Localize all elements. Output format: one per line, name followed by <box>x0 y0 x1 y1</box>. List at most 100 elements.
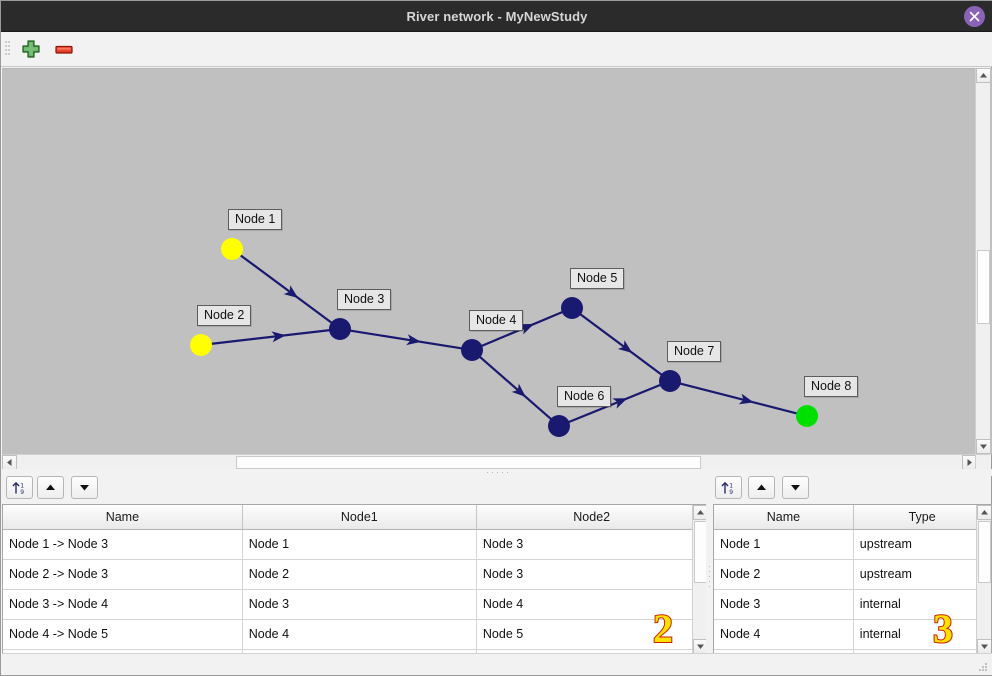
reaches-cell[interactable]: Node 3 <box>242 589 477 620</box>
nodes-vertical-scrollbar[interactable] <box>976 505 991 654</box>
reaches-sort-icon[interactable]: 1 9 <box>6 476 33 499</box>
canvas-hscroll-thumb[interactable] <box>236 456 701 469</box>
edge[interactable] <box>579 313 663 376</box>
svg-text:9: 9 <box>729 489 733 496</box>
nodes-cell[interactable]: upstream <box>853 529 991 560</box>
nodes-vscroll-thumb[interactable] <box>978 521 991 583</box>
graph-node[interactable] <box>221 238 243 260</box>
nodes-cell[interactable]: Node 2 <box>714 559 854 590</box>
reaches-vertical-scrollbar[interactable] <box>692 505 707 654</box>
reaches-cell[interactable]: Node 2 <box>242 559 477 590</box>
nodes-column-header[interactable]: Type <box>853 505 991 530</box>
reaches-cell[interactable]: Node 3 -> Node 4 <box>3 589 243 620</box>
nodes-toolbar: 1 9 <box>713 476 992 505</box>
reaches-column-header[interactable]: Name <box>3 505 243 530</box>
nodes-column-header[interactable]: Name <box>714 505 854 530</box>
nodes-cell[interactable]: Node 4 <box>714 619 854 650</box>
graph-node[interactable] <box>329 318 351 340</box>
close-icon[interactable] <box>964 6 985 27</box>
reaches-cell[interactable]: Node 4 -> Node 5 <box>3 619 243 650</box>
scroll-left-icon[interactable] <box>2 455 17 470</box>
vertical-splitter[interactable] <box>706 476 713 671</box>
edge[interactable] <box>478 355 553 421</box>
graph-node-label[interactable]: Node 2 <box>197 305 252 326</box>
annotation-3: 3 <box>932 606 954 651</box>
nodes-cell[interactable]: upstream <box>853 559 991 590</box>
reaches-cell[interactable]: Node 5 <box>476 619 707 650</box>
nodes-sort-icon[interactable]: 1 9 <box>715 476 742 499</box>
edge[interactable] <box>239 254 333 324</box>
graph-node-label[interactable]: Node 5 <box>570 268 625 289</box>
reaches-cell[interactable]: Node 1 -> Node 3 <box>3 529 243 560</box>
canvas-vertical-scrollbar[interactable] <box>975 68 991 454</box>
window-title: River network - MyNewStudy <box>406 9 588 24</box>
scroll-down-icon[interactable] <box>976 439 991 454</box>
title-bar: River network - MyNewStudy <box>1 1 992 32</box>
edge[interactable] <box>679 382 798 415</box>
reaches-scroll-up-icon[interactable] <box>693 505 707 520</box>
edge[interactable] <box>349 329 463 350</box>
canvas-vscroll-thumb[interactable] <box>977 250 990 324</box>
reaches-cell[interactable]: Node 2 -> Node 3 <box>3 559 243 590</box>
reaches-move-down-icon[interactable] <box>71 476 98 499</box>
scrollbar-corner <box>975 454 990 469</box>
graph-node[interactable] <box>561 297 583 319</box>
graph-node[interactable] <box>659 370 681 392</box>
edge[interactable] <box>567 383 662 424</box>
network-graph <box>190 238 818 437</box>
nodes-cell[interactable]: Node 3 <box>714 589 854 620</box>
reaches-cell[interactable]: Node 3 <box>476 529 707 560</box>
edge-arrow-icon <box>617 340 633 353</box>
graph-node-label[interactable]: Node 4 <box>469 310 524 331</box>
graph-node-label[interactable]: Node 3 <box>337 289 392 310</box>
reaches-cell[interactable]: Node 3 <box>476 559 707 590</box>
reaches-cell[interactable]: Node 4 <box>476 589 707 620</box>
edge-arrow-icon <box>738 393 754 405</box>
nodes-move-down-icon[interactable] <box>782 476 809 499</box>
nodes-move-up-icon[interactable] <box>748 476 775 499</box>
nodes-scroll-down-icon[interactable] <box>977 639 991 654</box>
reaches-move-up-icon[interactable] <box>37 476 64 499</box>
nodes-cell[interactable]: internal <box>853 619 991 650</box>
graph-node-label[interactable]: Node 1 <box>228 209 283 230</box>
graph-node-label[interactable]: Node 7 <box>667 341 722 362</box>
graph-node-label[interactable]: Node 6 <box>557 386 612 407</box>
reaches-cell[interactable]: Node 4 <box>242 619 477 650</box>
reaches-cell[interactable]: Node 1 <box>242 529 477 560</box>
nodes-cell[interactable]: internal <box>853 589 991 620</box>
scroll-up-icon[interactable] <box>976 68 991 83</box>
add-icon[interactable] <box>20 39 42 60</box>
toolbar-grip[interactable] <box>5 41 10 59</box>
canvas-horizontal-scrollbar[interactable] <box>2 454 977 470</box>
edge[interactable] <box>210 329 331 345</box>
reaches-column-header[interactable]: Node1 <box>242 505 477 530</box>
graph-node[interactable] <box>190 334 212 356</box>
nodes-cell[interactable]: Node 1 <box>714 529 854 560</box>
graph-node[interactable] <box>796 405 818 427</box>
network-diagram-canvas[interactable]: Node 1 Node 2 Node 3 Node 4 Node 5 Node 6 Node… <box>2 68 992 454</box>
resize-grip[interactable] <box>979 663 988 672</box>
edge-arrow-icon <box>406 334 421 346</box>
edge-layer <box>210 254 798 424</box>
nodes-scroll-up-icon[interactable] <box>977 505 991 520</box>
graph-node-label[interactable]: Node 8 <box>804 376 859 397</box>
horizontal-splitter[interactable] <box>2 469 992 476</box>
graph-node[interactable] <box>548 415 570 437</box>
delete-icon[interactable] <box>53 39 75 60</box>
reaches-column-header[interactable]: Node2 <box>476 505 707 530</box>
graph-node[interactable] <box>461 339 483 361</box>
